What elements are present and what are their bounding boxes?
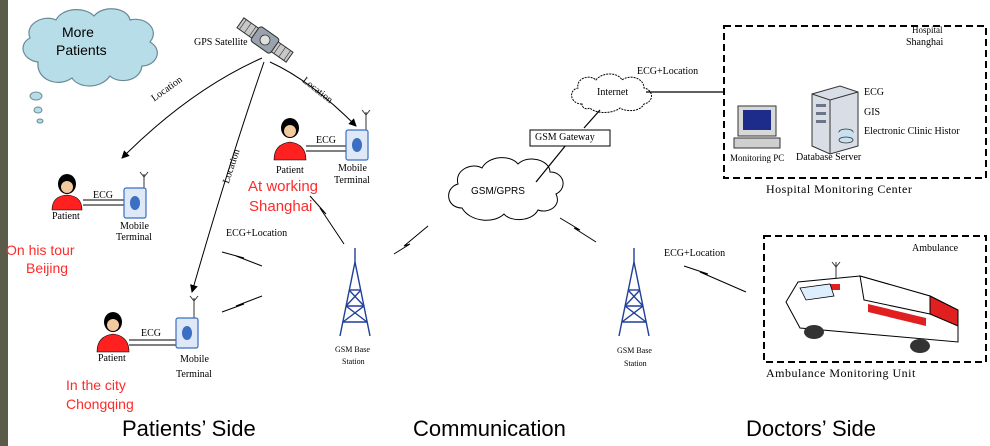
hospital-title-line2: Shanghai (906, 37, 944, 48)
patient-1-label: Patient (52, 211, 80, 222)
ecg-location-internet-label: ECG+Location (637, 66, 699, 77)
section-communication: Communication (413, 416, 566, 441)
gsm-base-station-2-icon (618, 248, 650, 337)
section-doctors-side: Doctors’ Side (746, 416, 877, 441)
ambulance-caption: Ambulance Monitoring Unit (766, 366, 916, 380)
gsm-gateway-box (529, 129, 611, 147)
section-patients-side: Patients’ Side (122, 416, 256, 441)
terminal-3-line1: Mobile (180, 354, 209, 365)
ecg-wires-1 (83, 199, 124, 206)
ambulance-icon (785, 261, 959, 353)
gsm-gprs-cloud (448, 157, 564, 221)
database-server-icon (811, 85, 859, 155)
patient-3-icon (96, 312, 130, 353)
database-server-label: Database Server (796, 152, 862, 163)
internet-cloud (571, 73, 652, 113)
location-chongqing-line2: Chongqing (66, 396, 134, 412)
patient-2-label: Patient (276, 165, 304, 176)
terminal-3-line2: Terminal (176, 369, 212, 380)
satellite-icon (236, 17, 294, 63)
internet-label: Internet (597, 87, 629, 98)
location-shanghai-line2: Shanghai (249, 198, 313, 215)
gsm-gateway-label: GSM Gateway (535, 132, 595, 143)
hospital-title-line1: Hospital (912, 25, 943, 35)
gsm-base-2-line2: Station (624, 359, 647, 368)
location-arrows (121, 57, 357, 293)
terminal-1-line2: Terminal (116, 232, 152, 243)
hospital-ecg-label: ECG (864, 87, 884, 98)
monitoring-pc-label: Monitoring PC (730, 153, 785, 163)
more-patients-line2: Patients (56, 42, 107, 58)
wireless-bolt-icon (221, 295, 263, 313)
monitoring-pc-icon (733, 105, 781, 149)
wireless-bolt-icon (221, 251, 263, 267)
more-patients-cloud (22, 8, 158, 124)
ecg-1-label: ECG (93, 190, 113, 201)
location-beijing-line1: On his tour (6, 242, 75, 258)
ambulance-box (763, 235, 987, 363)
terminal-2-line2: Terminal (334, 175, 370, 186)
hospital-caption: Hospital Monitoring Center (766, 182, 913, 196)
wireless-bolt-icon (393, 225, 429, 255)
ecg-wires-2 (306, 145, 346, 152)
wireless-bolt-icon (309, 195, 345, 245)
wireless-bolt-icon (559, 217, 597, 243)
network-links (535, 91, 724, 183)
patient-2-icon (273, 118, 307, 161)
location-arrow-3 (190, 61, 265, 293)
ecg-location-patients-label: ECG+Location (226, 228, 288, 239)
gps-satellite-label: GPS Satellite (194, 37, 248, 48)
gsm-gprs-label: GSM/GPRS (471, 186, 525, 197)
wireless-signal-icons (221, 195, 747, 313)
ambulance-title: Ambulance (912, 243, 959, 254)
more-patients-line1: More (62, 24, 94, 40)
mobile-terminal-3-icon (175, 295, 199, 349)
gsm-base-1-line2: Station (342, 357, 365, 366)
left-edge-bar (0, 0, 8, 446)
hospital-gis-label: GIS (864, 107, 881, 118)
mobile-terminal-1-icon (123, 171, 149, 219)
ecg-2-label: ECG (316, 135, 336, 146)
ecg-location-ambulance-label: ECG+Location (664, 248, 726, 259)
hospital-box (723, 25, 987, 179)
gsm-base-2-line1: GSM Base (617, 346, 652, 355)
location-shanghai-line1: At working (248, 178, 319, 195)
wireless-bolt-icon (683, 265, 747, 293)
gsm-base-1-line1: GSM Base (335, 345, 370, 354)
ecg-3-label: ECG (141, 328, 161, 339)
location-arrow-2 (269, 61, 357, 127)
hospital-emr-label: Electronic Clinic Histor (864, 126, 960, 137)
location-beijing-line2: Beijing (26, 260, 69, 276)
gsm-base-station-1-icon (339, 248, 371, 337)
mobile-terminal-2-icon (345, 109, 371, 161)
patient-1-icon (51, 174, 83, 211)
terminal-2-line1: Mobile (338, 163, 367, 174)
patient-3-label: Patient (98, 353, 126, 364)
location-chongqing-line1: In the city (66, 377, 126, 393)
terminal-1-line1: Mobile (120, 221, 149, 232)
location-arrow-1 (121, 57, 263, 159)
ecg-wires-3 (129, 339, 176, 346)
